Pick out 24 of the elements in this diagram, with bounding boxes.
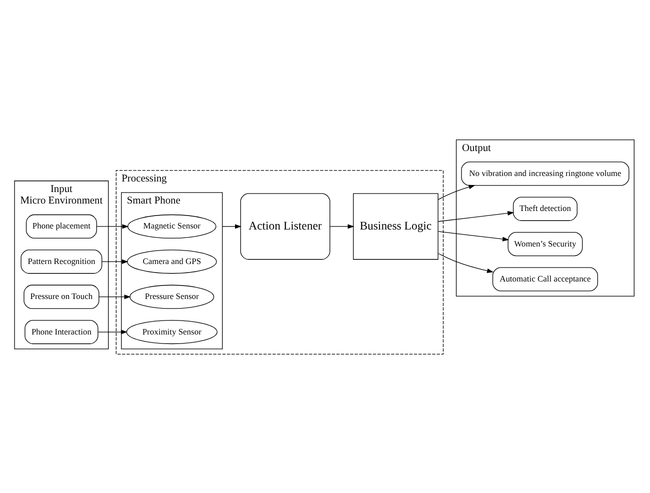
arrow (438, 184, 476, 200)
arrow (438, 230, 510, 241)
arrow (330, 224, 354, 228)
node-box: Phone Interaction (24, 319, 98, 344)
node-box: Business Logic (353, 192, 438, 260)
node-box: Phone placement (26, 214, 97, 238)
node-box: Automatic Call acceptance (492, 266, 598, 291)
arrow (102, 258, 128, 264)
node-ellipse: Camera and GPS (126, 249, 217, 274)
node-box: Women’s Security (508, 232, 583, 256)
node-ellipse: Pressure Sensor (130, 284, 214, 308)
arrow (96, 224, 129, 228)
arrow (98, 329, 128, 334)
arrow (98, 294, 131, 299)
node-ellipse: Magnetic Sensor (127, 214, 216, 238)
node-box: Pressure on Touch (24, 284, 100, 308)
node-box: Theft detection (512, 196, 578, 220)
node-box: Action Listener (240, 192, 330, 260)
arrow (438, 252, 494, 272)
arrow (222, 224, 242, 228)
node-box: Pattern Recognition (20, 249, 102, 274)
node-box: No vibration and increasing ringtone volume (461, 161, 630, 186)
node-ellipse: Proximity Sensor (126, 319, 218, 344)
arrow (438, 210, 514, 222)
